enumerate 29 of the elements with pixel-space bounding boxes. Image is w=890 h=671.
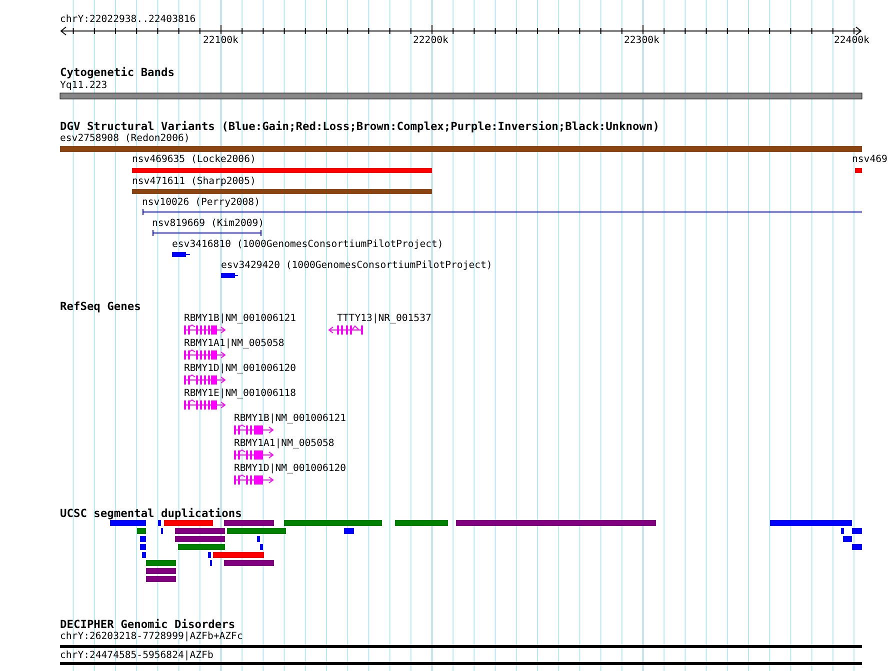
axis-tick-label: 22400k [834,35,870,47]
feature-label: esv2758908 (Redon2006) [60,133,190,145]
band-label: Yq11.223 [60,80,108,92]
coordinate-range: chrY:22022938..22403816 [60,14,196,26]
gene-label: RBMY1A1|NM_005058 [234,438,334,450]
gene-label: RBMY1D|NM_001006120 [184,363,296,375]
axis-tick-label: 22200k [413,35,448,47]
feature-label: esv3416810 (1000GenomesConsortiumPilotProject) [172,239,444,251]
gene-label: TTTY13|NR_001537 [337,313,432,325]
gene-label: RBMY1B|NM_001006121 [234,413,346,425]
gene-label: RBMY1B|NM_001006121 [184,313,296,325]
feature-label: chrY:24474585-5956824|AZFb [60,650,214,662]
track-title: Cytogenetic Bands [60,67,175,79]
gene-label: RBMY1E|NM_001006118 [184,388,296,400]
axis-tick-label: 22100k [203,35,238,47]
feature-label: nsv469635 (Locke2006) [132,154,256,166]
axis-tick-label: 22300k [624,35,660,47]
feature-label: nsv819669 (Kim2009) [152,218,264,230]
track-title: DECIPHER Genomic Disorders [60,619,236,631]
gene-label: RBMY1A1|NM_005058 [184,338,284,350]
gene-label: RBMY1D|NM_001006120 [234,463,346,475]
feature-label: nsv471611 (Sharp2005) [132,176,256,188]
feature-label: nsv469 [852,154,888,166]
track-title: RefSeq Genes [60,301,141,313]
feature-label: esv3429420 (1000GenomesConsortiumPilotProject) [221,260,492,272]
feature-label: nsv10026 (Perry2008) [142,197,260,209]
track-title: UCSC segmental duplications [60,508,242,520]
feature-label: chrY:26203218-7728999|AZFb+AZFc [60,631,243,643]
track-title: DGV Structural Variants (Blue:Gain;Red:Loss;Brown:Complex;Purple:Inversion;Black:Unknown) [60,121,660,133]
